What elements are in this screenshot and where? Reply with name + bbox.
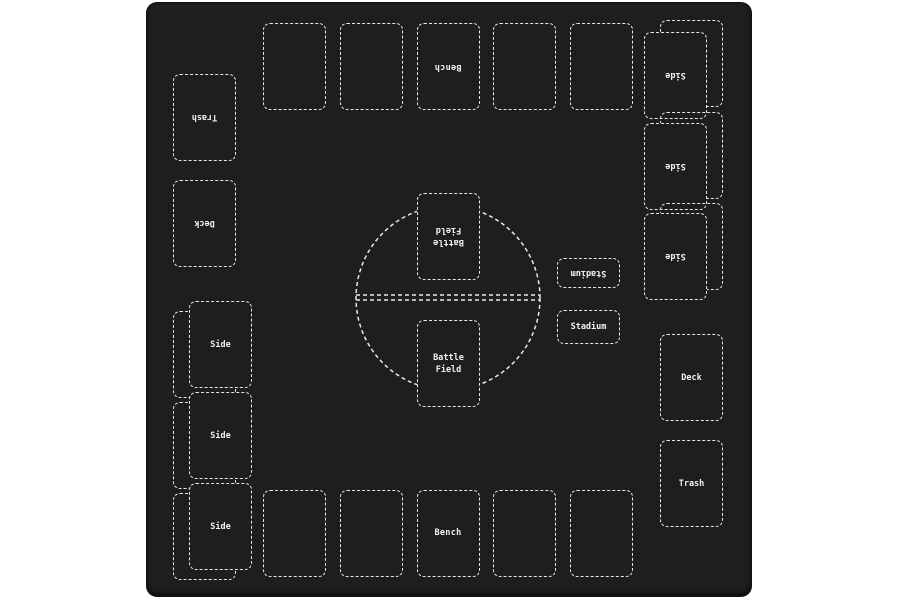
bottom-bench-slot-2[interactable] xyxy=(340,490,403,577)
bottom-active-zone[interactable]: Battle Field xyxy=(417,320,480,407)
bottom-side-stack-1[interactable]: Side xyxy=(189,301,252,388)
bottom-trash-zone[interactable]: Trash xyxy=(660,440,723,527)
arena-circle xyxy=(355,205,541,391)
top-active-zone[interactable]: Battle Field xyxy=(417,193,480,280)
top-trash-zone[interactable]: Trash xyxy=(173,74,236,161)
top-side-stack-3[interactable]: Side xyxy=(644,213,707,300)
bottom-side-label-3: Side xyxy=(210,521,231,532)
top-active-label-line2: Field xyxy=(435,225,462,236)
top-bench-slot-3[interactable] xyxy=(417,23,480,110)
bottom-bench-slot-1[interactable] xyxy=(263,490,326,577)
bottom-stadium-zone[interactable]: Stadium xyxy=(557,310,620,344)
top-active-label: Battle Field xyxy=(418,194,479,279)
bottom-trash-label: Trash xyxy=(678,478,705,489)
bottom-side-label-1: Side xyxy=(210,339,231,350)
bottom-stadium-label: Stadium xyxy=(570,322,607,332)
bottom-active-label-line2: Field xyxy=(435,364,462,375)
top-bench-slot-2[interactable] xyxy=(340,23,403,110)
top-bench-slot-4[interactable] xyxy=(493,23,556,110)
bottom-bench-slot-4[interactable] xyxy=(493,490,556,577)
top-bench-slot-5[interactable] xyxy=(570,23,633,110)
bottom-bench-slot-3[interactable] xyxy=(417,490,480,577)
bottom-bench-label: Bench xyxy=(434,528,462,538)
bottom-bench-slot-5[interactable] xyxy=(570,490,633,577)
bottom-deck-label: Deck xyxy=(681,372,702,383)
bottom-deck-zone[interactable]: Deck xyxy=(660,334,723,421)
top-deck-label: Deck xyxy=(194,218,215,229)
bottom-side-stack-2[interactable]: Side xyxy=(189,392,252,479)
bottom-active-label: Battle Field xyxy=(418,321,479,406)
top-stadium-label: Stadium xyxy=(570,268,607,278)
top-active-label-line1: Battle xyxy=(433,237,464,248)
top-deck-zone[interactable]: Deck xyxy=(173,180,236,267)
bottom-active-label-line1: Battle xyxy=(433,352,464,363)
top-side-label-2: Side xyxy=(665,161,686,172)
top-stadium-zone[interactable]: Stadium xyxy=(557,258,620,288)
top-side-stack-1[interactable]: Side xyxy=(644,32,707,119)
top-side-stack-2[interactable]: Side xyxy=(644,123,707,210)
top-bench-label: Bench xyxy=(434,62,462,72)
top-bench-slot-1[interactable] xyxy=(263,23,326,110)
top-side-label-1: Side xyxy=(665,70,686,81)
bottom-side-label-2: Side xyxy=(210,430,231,441)
top-side-label-3: Side xyxy=(665,251,686,262)
bottom-side-stack-3[interactable]: Side xyxy=(189,483,252,570)
top-trash-label: Trash xyxy=(191,112,218,123)
